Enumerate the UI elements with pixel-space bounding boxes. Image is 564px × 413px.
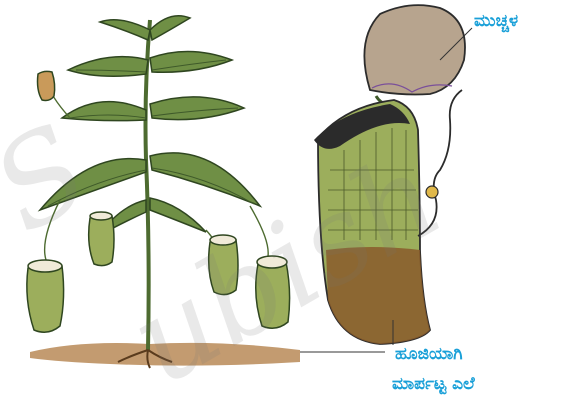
label-pitcher-line2: ಮಾರ್ಪಟ್ಟ ಎಲೆ <box>392 376 475 393</box>
large-pitcher <box>314 5 465 344</box>
label-pitcher-line1: ಹೂಜಿಯಾಗಿ <box>395 346 463 363</box>
soil <box>30 343 300 366</box>
label-lid: ಮುಚ್ಚಳ <box>474 13 518 30</box>
pitcher-base <box>326 247 430 344</box>
plant-leaves <box>40 16 260 236</box>
pitcher-tendril <box>418 90 462 236</box>
